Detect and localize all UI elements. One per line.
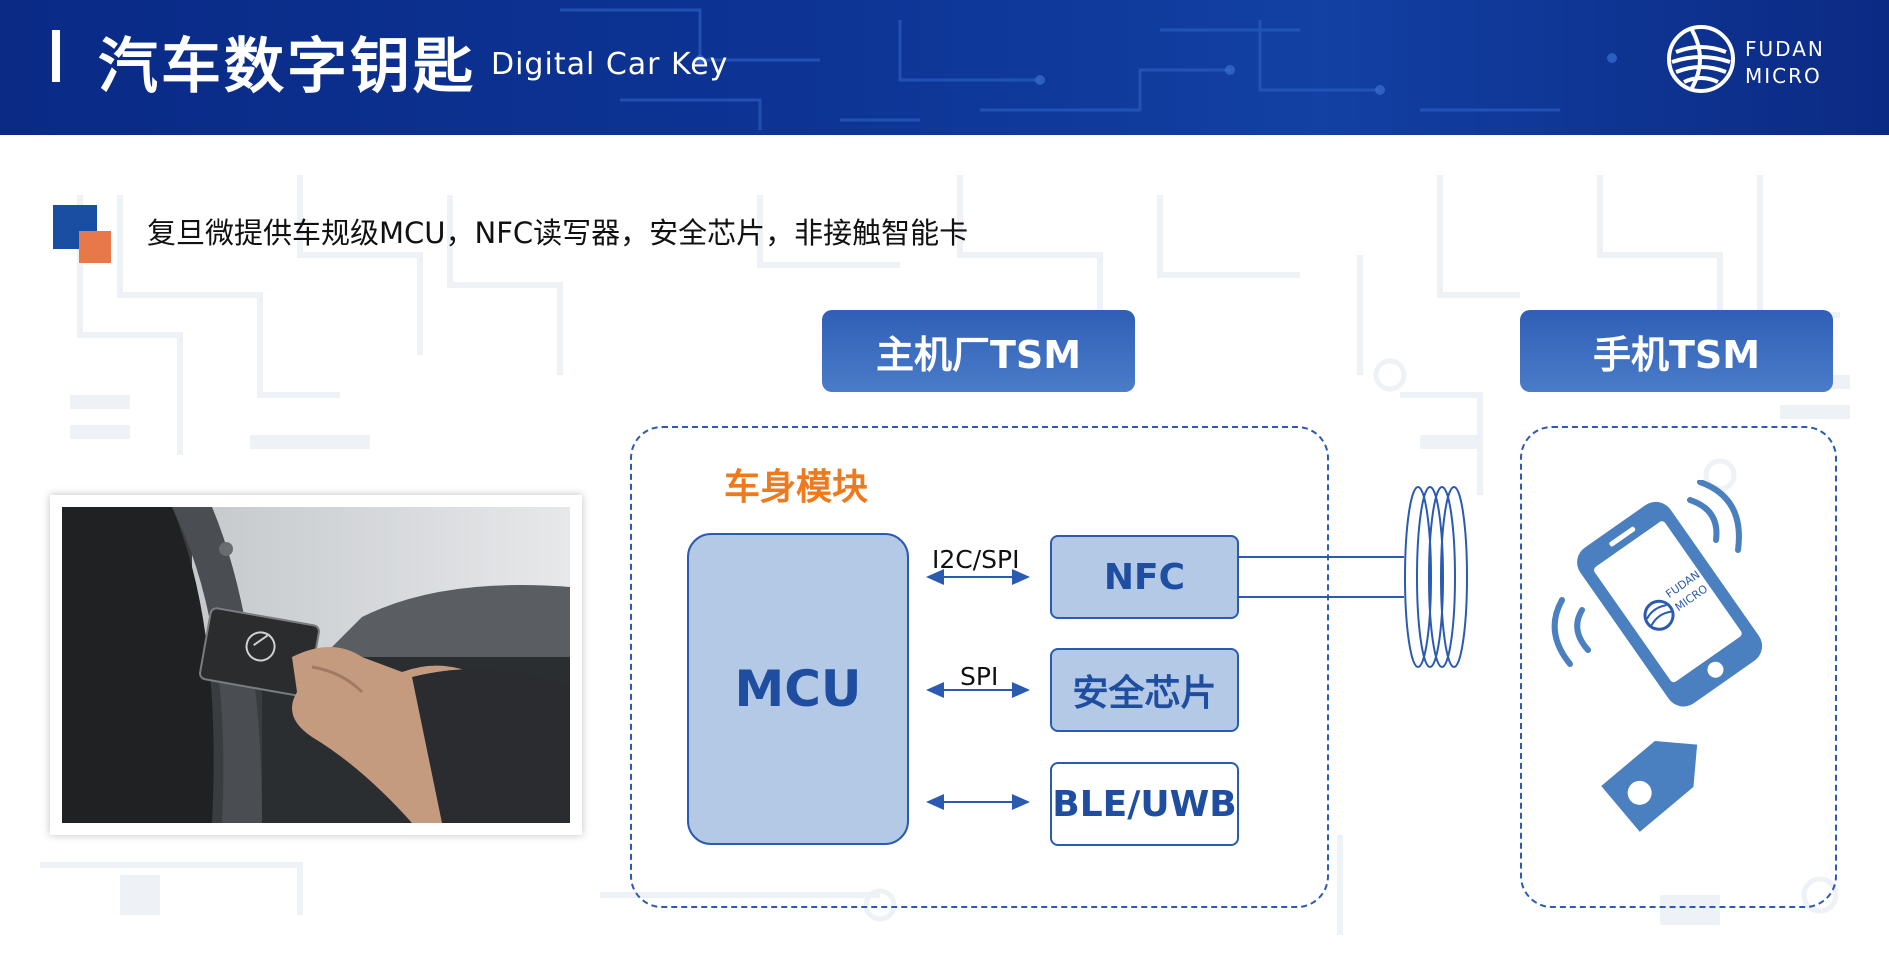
mcu-block: MCU (687, 533, 909, 845)
nfc-block: NFC (1050, 535, 1239, 619)
i2c-spi-label: I2C/SPI (932, 545, 1020, 574)
phone-tsm-box: 手机TSM (1520, 310, 1833, 392)
phone-container (1520, 426, 1837, 908)
page-title-english: Digital Car Key (491, 47, 729, 82)
spi-label: SPI (960, 662, 999, 691)
smartphone-keyfob-illustration: FUDAN MICRO (1551, 480, 1763, 832)
car-door-card-photo (50, 495, 582, 835)
signal-waves-icon (1551, 480, 1742, 667)
subtitle-text: 复旦微提供车规级MCU，NFC读写器，安全芯片，非接触智能卡 (147, 216, 969, 250)
oem-tsm-box: 主机厂TSM (822, 310, 1135, 392)
ble-uwb-block: BLE/UWB (1050, 762, 1239, 846)
logo-line-1: FUDAN (1745, 37, 1825, 61)
body-module-container (630, 426, 1329, 908)
title-accent-bar (52, 30, 60, 82)
body-module-label: 车身模块 (724, 467, 869, 508)
fudan-micro-logo-icon (1667, 25, 1735, 93)
page-title: 汽车数字钥匙 (98, 32, 476, 102)
logo-line-2: MICRO (1745, 64, 1822, 88)
logo-wordmark: FUDAN MICRO (1745, 36, 1825, 90)
secure-chip-block: 安全芯片 (1050, 648, 1239, 732)
car-door-card-image (62, 507, 570, 823)
key-fob-icon (1601, 740, 1698, 832)
header-texture (560, 8, 1617, 130)
bullet-square-orange (79, 231, 111, 263)
header-band: 汽车数字钥匙 Digital Car Key FUDAN MICRO (0, 0, 1889, 135)
smartphone-icon: FUDAN MICRO (1577, 501, 1763, 707)
